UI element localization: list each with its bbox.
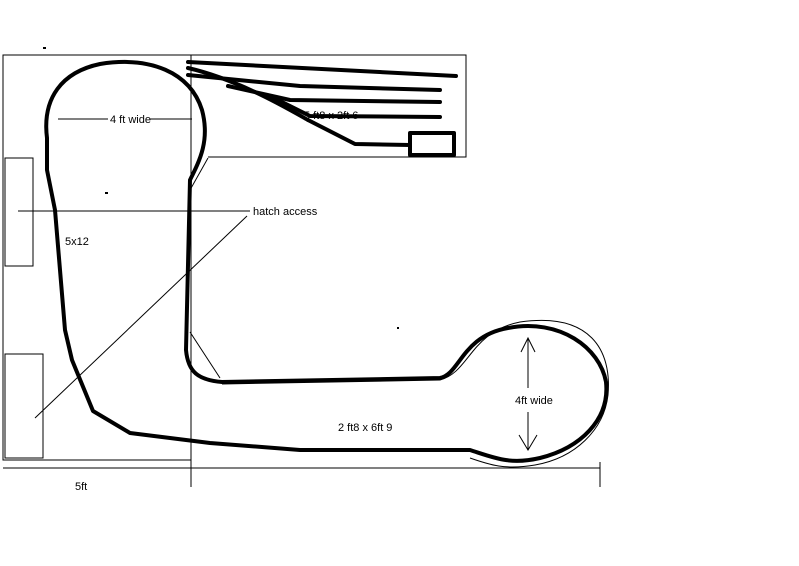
left-table-outline	[2, 54, 192, 461]
label-bottom-section: 2 ft8 x 6ft 9	[338, 422, 392, 434]
yard-track-3	[226, 84, 442, 104]
label-hatch-access: hatch access	[253, 206, 318, 218]
lower-corner-diagonal	[189, 331, 221, 379]
yard-track-5	[306, 118, 412, 147]
hatch-leader-diagonal	[34, 215, 248, 419]
side-rect-lower	[4, 353, 44, 459]
dimension-lines	[3, 118, 601, 487]
loop-width-arrow-up-head	[520, 336, 536, 353]
label-bottom-dimension: 5ft	[75, 481, 87, 493]
label-four-ft-wide-top: 4 ft wide	[110, 114, 151, 126]
yard-track-1	[186, 60, 458, 78]
side-rect-upper	[4, 157, 34, 267]
label-right-loop-width: 4ft wide	[515, 395, 553, 407]
stray-marks	[43, 47, 399, 329]
label-left-section: 5x12	[65, 236, 89, 248]
track-lines	[44, 59, 609, 463]
table-outlines	[2, 54, 609, 487]
label-yard-size: 5 ft8 x 2ft 6	[304, 110, 358, 122]
yard-building-box	[408, 131, 456, 157]
yard-track-4	[268, 94, 442, 119]
yard-track-2	[186, 73, 442, 92]
loop-bench-outline	[221, 320, 609, 468]
upper-corner-diagonal	[189, 157, 209, 191]
loop-width-arrow-down-head	[518, 434, 538, 451]
yard-table-outline	[191, 54, 467, 158]
diagram-labels: 4 ft wide 5 ft8 x 2ft 6 hatch access 5x1…	[65, 110, 553, 493]
main-loop-track	[44, 59, 609, 463]
